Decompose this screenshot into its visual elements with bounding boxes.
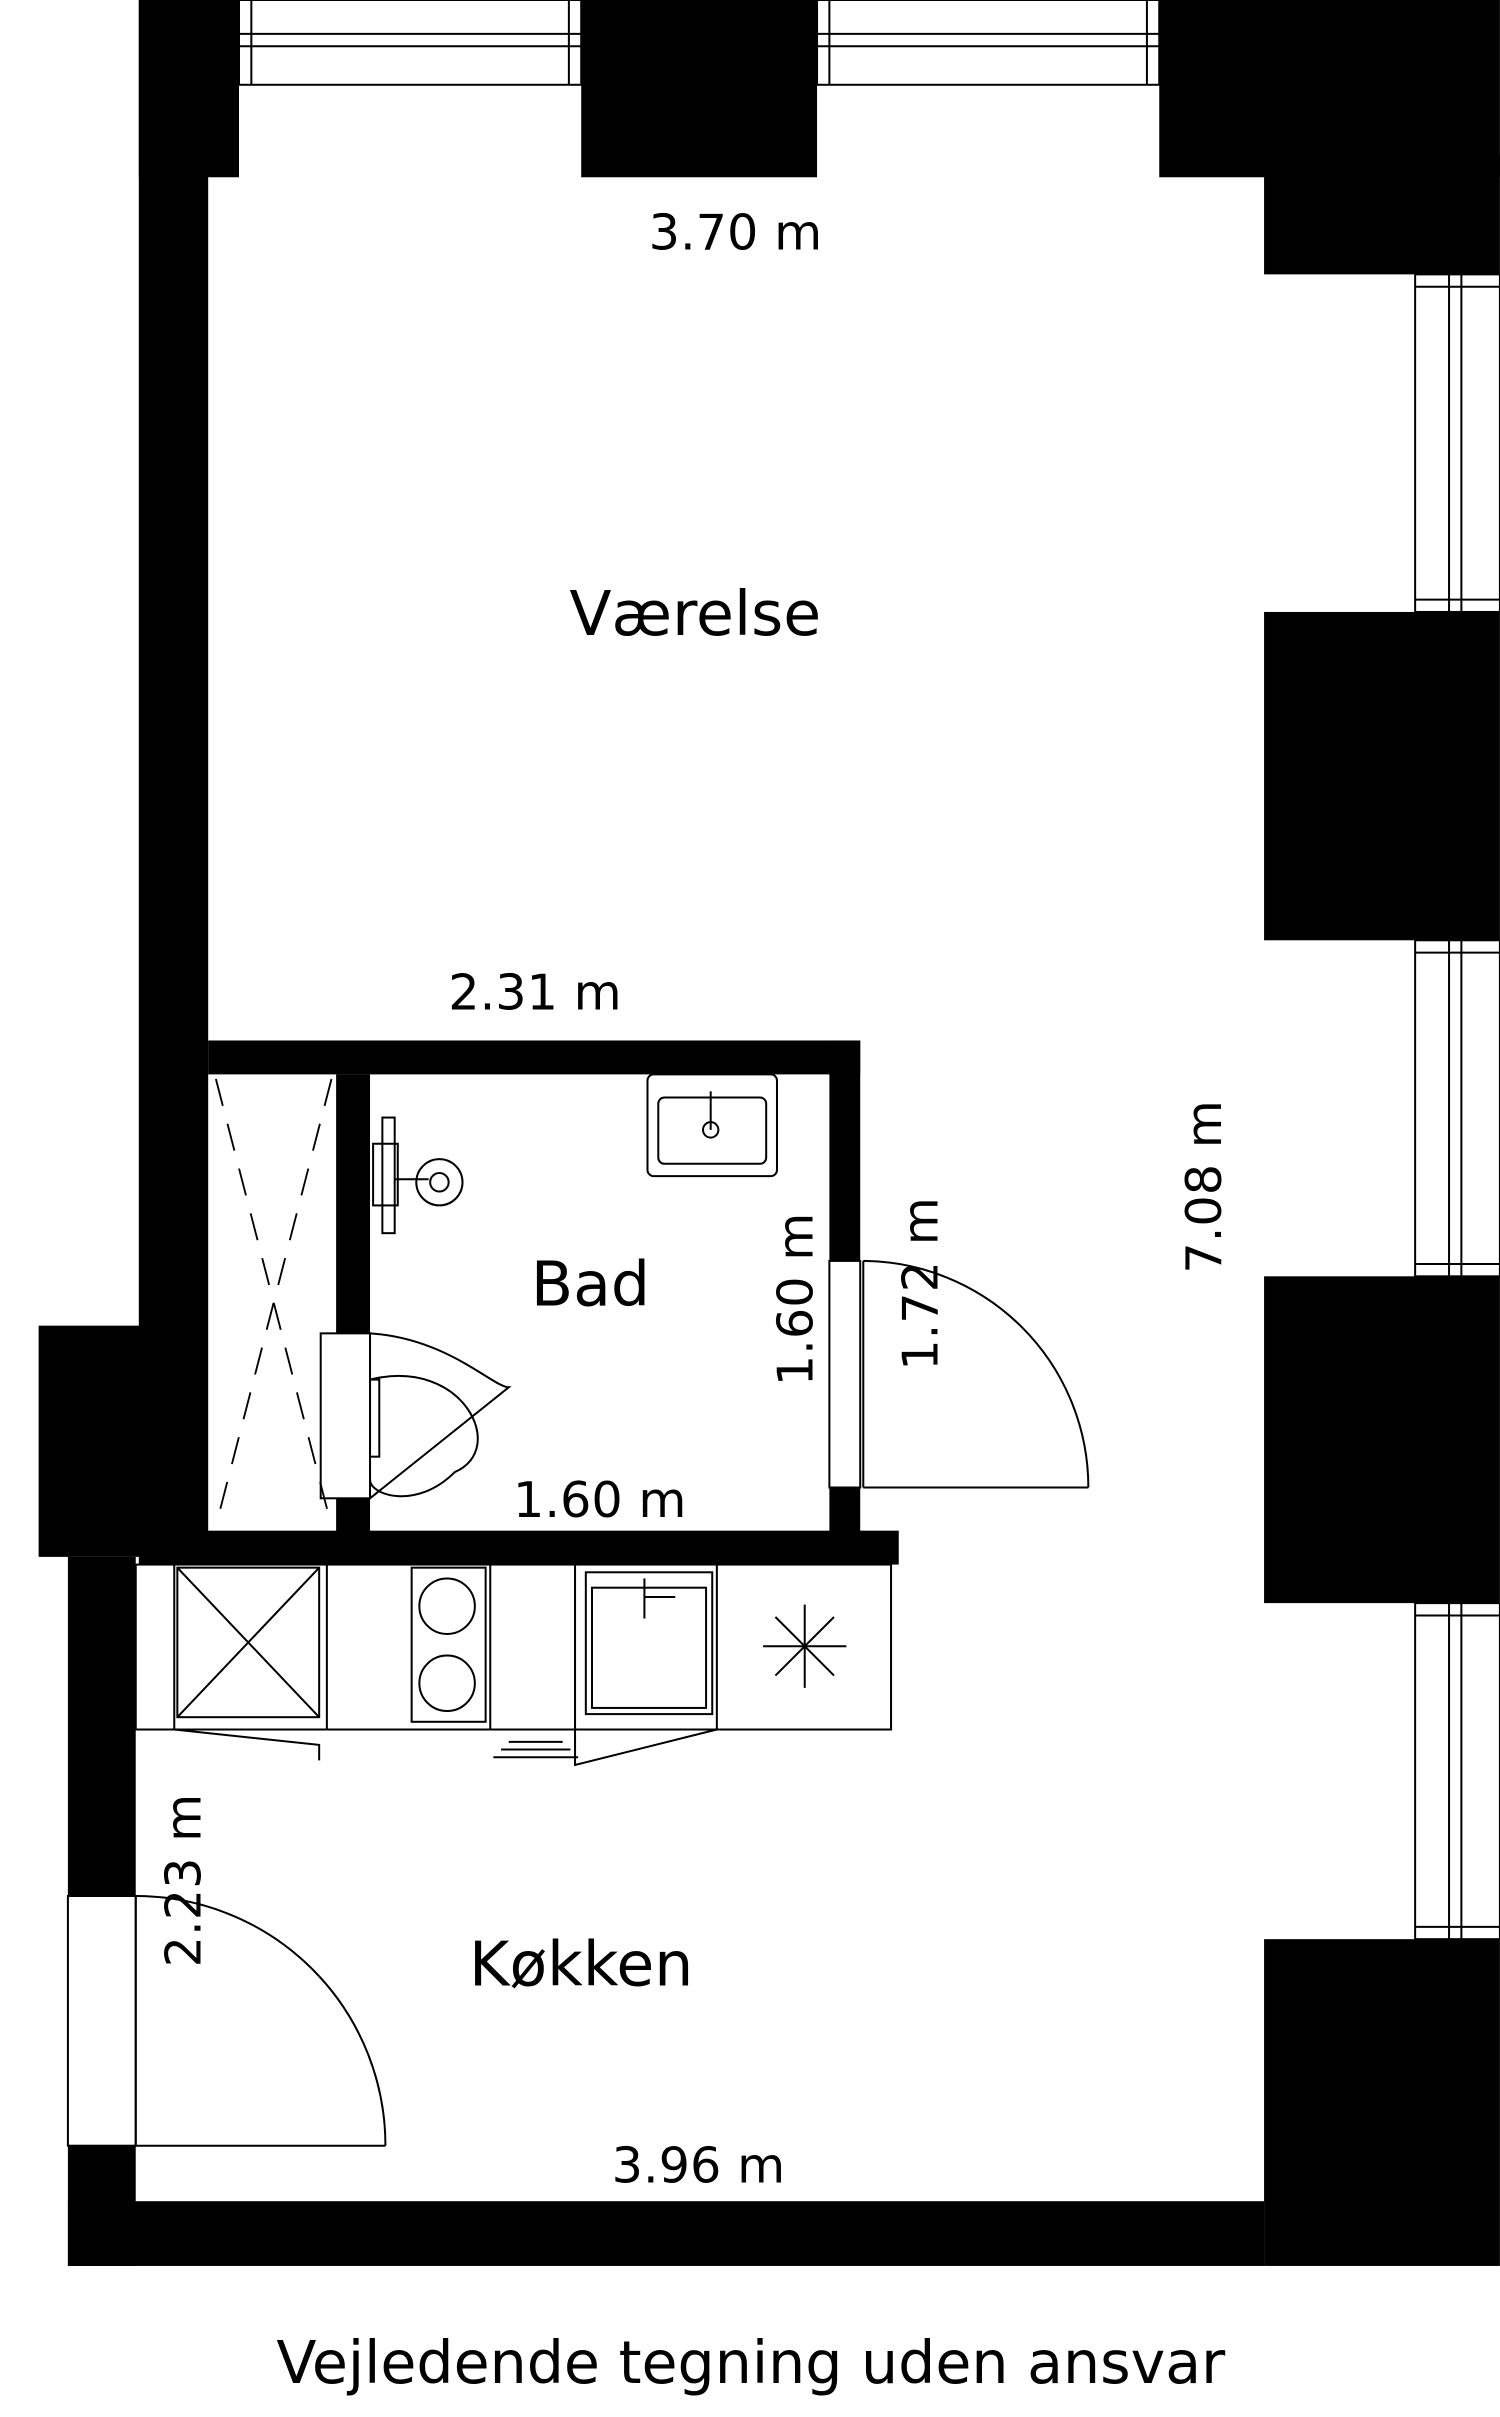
dishwasher	[174, 1566, 321, 1761]
dimension-living-width: 3.70 m	[649, 204, 823, 262]
bathroom-fixtures	[214, 1073, 778, 1527]
room-label-bath: Bad	[531, 1249, 650, 1321]
dimension-living-bath-top: 2.31 m	[448, 964, 622, 1022]
shower-mixer	[372, 1116, 464, 1235]
room-label-living: Værelse	[569, 578, 821, 650]
dimension-hall-door: 1.72 m	[891, 1197, 949, 1371]
dimension-kitchen-depth: 2.23 m	[154, 1794, 212, 1968]
cooktop	[410, 1566, 487, 1723]
dimension-bath-height: 1.60 m	[766, 1213, 824, 1387]
dimension-bath-width: 1.60 m	[513, 1471, 687, 1529]
fridge-symbol	[763, 1604, 847, 1688]
dimension-kitchen-width: 3.96 m	[612, 2137, 786, 2195]
room-label-kitchen: Køkken	[469, 1928, 693, 2000]
bath-door	[828, 1259, 1090, 1489]
toilet	[319, 1332, 512, 1500]
windows	[238, 0, 1500, 1941]
walls	[38, 0, 1500, 2266]
disclaimer-caption: Vejledende tegning uden ansvar	[276, 2329, 1226, 2397]
labels: 3.70 m Værelse 2.31 m Bad 1.60 m 1.72 m …	[154, 204, 1232, 2397]
entrance-door	[66, 1894, 387, 2147]
washbasin	[646, 1073, 778, 1178]
kitchen-counter	[134, 1563, 893, 1767]
doors	[66, 1259, 1090, 2147]
shower-area	[214, 1078, 333, 1527]
sink	[584, 1571, 714, 1716]
dimension-total-length: 7.08 m	[1175, 1100, 1233, 1274]
